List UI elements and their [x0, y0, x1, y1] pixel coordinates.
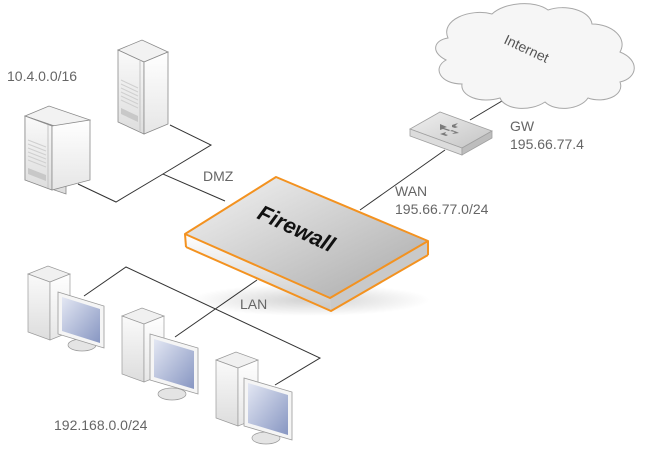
wan-label: WAN — [395, 183, 427, 199]
wan-subnet-label: 195.66.77.0/24 — [395, 201, 489, 217]
firewall-device: Firewall — [184, 176, 430, 316]
dmz-subnet-label: 10.4.0.0/16 — [7, 68, 77, 84]
lan-link-ws1 — [83, 266, 322, 386]
dmz-label: DMZ — [203, 168, 234, 184]
router-arrows-icon — [440, 123, 459, 136]
lan-workstation-1 — [27, 265, 105, 352]
lan-workstation-3 — [215, 351, 293, 445]
gw-name-label: GW — [510, 118, 535, 134]
dmz-server-front — [23, 105, 92, 195]
wan-link — [359, 149, 446, 211]
dmz-link-server-front — [77, 173, 226, 203]
internet-cloud: Internet — [435, 3, 635, 109]
gw-ip-label: 195.66.77.4 — [510, 136, 584, 152]
dmz-link-server-back — [162, 124, 213, 175]
gateway-router — [409, 111, 493, 156]
lan-label: LAN — [240, 296, 267, 312]
lan-subnet-label: 192.168.0.0/24 — [54, 417, 148, 433]
dmz-server-back — [117, 39, 169, 135]
lan-workstation-2 — [121, 307, 199, 401]
